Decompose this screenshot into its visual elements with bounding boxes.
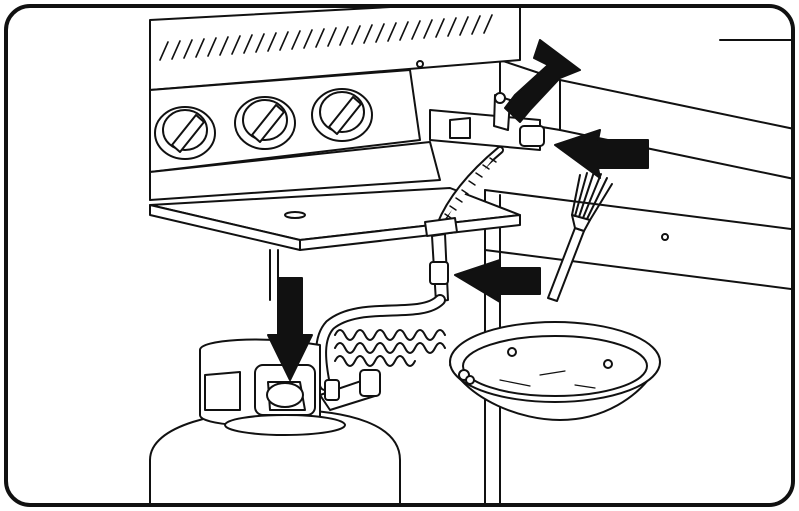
control-knob-2 [235, 97, 295, 149]
grill-side-cabinet [485, 0, 799, 511]
control-knob-1 [155, 107, 215, 159]
control-knob-3 [312, 89, 372, 141]
